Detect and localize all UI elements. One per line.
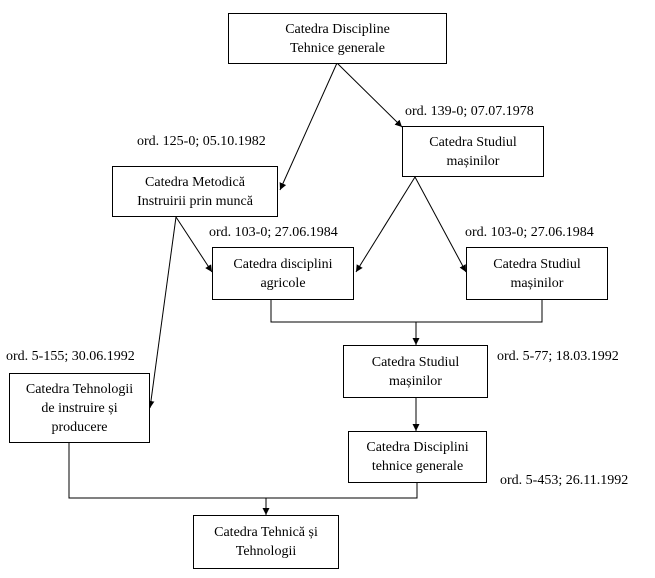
- arrow-n2-to-n7: [147, 216, 177, 409]
- node-line: mașinilor: [446, 153, 500, 169]
- order-label-5-77: ord. 5-77; 18.03.1992: [497, 349, 619, 364]
- node-catedra-disciplini-tehnice-generale: Catedra Disciplini tehnice generale: [348, 431, 487, 483]
- order-label-5-453: ord. 5-453; 26.11.1992: [500, 473, 629, 488]
- node-catedra-metodica: Catedra Metodică Instruirii prin muncă: [112, 166, 278, 217]
- node-line: tehnice generale: [371, 459, 464, 474]
- node-catedra-studiul-masinilor-right: Catedra Studiul mașinilor: [466, 247, 608, 300]
- node-line: Catedra Discipline: [285, 21, 390, 37]
- node-line: Catedra Metodică: [145, 174, 245, 190]
- merge-n7-n8: [68, 443, 418, 499]
- node-line: Catedra Studiul: [371, 354, 460, 370]
- node-line: agricole: [260, 275, 306, 291]
- order-label-103-right: ord. 103-0; 27.06.1984: [465, 225, 594, 240]
- node-line: Instruirii prin muncă: [137, 193, 253, 209]
- node-catedra-tehnologii-de-instruire: Catedra Tehnologii de instruire și produ…: [9, 373, 150, 443]
- node-catedra-disciplini-agricole: Catedra disciplini agricole: [212, 247, 354, 300]
- order-label-125: ord. 125-0; 05.10.1982: [137, 134, 266, 149]
- node-line: Catedra disciplini: [233, 256, 333, 272]
- node-line: mașinilor: [389, 373, 442, 389]
- node-line: producere: [51, 419, 108, 435]
- order-label-103-left: ord. 103-0; 27.06.1984: [209, 225, 338, 240]
- node-catedra-studiul-masinilor-top: Catedra Studiul mașinilor: [402, 126, 544, 177]
- node-line: Tehnologii: [235, 544, 297, 559]
- node-line: Catedra Studiul: [429, 134, 517, 150]
- node-catedra-tehnica-si-tehnologii: Catedra Tehnică și Tehnologii: [193, 515, 339, 569]
- order-label-5-155: ord. 5-155; 30.06.1992: [6, 349, 135, 364]
- arrow-n3-to-n4: [355, 176, 416, 273]
- node-line: Catedra Disciplini: [366, 440, 469, 455]
- node-catedra-discipline-tehnice-generale: Catedra Discipline Tehnice generale: [228, 13, 447, 64]
- arrow-n3-to-n5: [414, 176, 467, 273]
- node-line: mașinilor: [510, 275, 564, 291]
- order-label-139: ord. 139-0; 07.07.1978: [405, 104, 534, 119]
- node-line: Catedra Studiul: [493, 256, 581, 272]
- arrow-n2-to-n4: [175, 216, 213, 273]
- node-line: de instruire și: [41, 400, 118, 416]
- merge-n4-n5: [270, 300, 543, 323]
- node-line: Tehnice generale: [289, 40, 385, 56]
- node-line: Catedra Tehnologii: [25, 381, 134, 397]
- node-line: Catedra Tehnică și: [214, 525, 318, 540]
- arrow-n1-to-n3: [336, 62, 403, 128]
- node-catedra-studiul-masinilor-middle: Catedra Studiul mașinilor: [343, 345, 488, 398]
- arrow-n1-to-n2: [279, 62, 338, 191]
